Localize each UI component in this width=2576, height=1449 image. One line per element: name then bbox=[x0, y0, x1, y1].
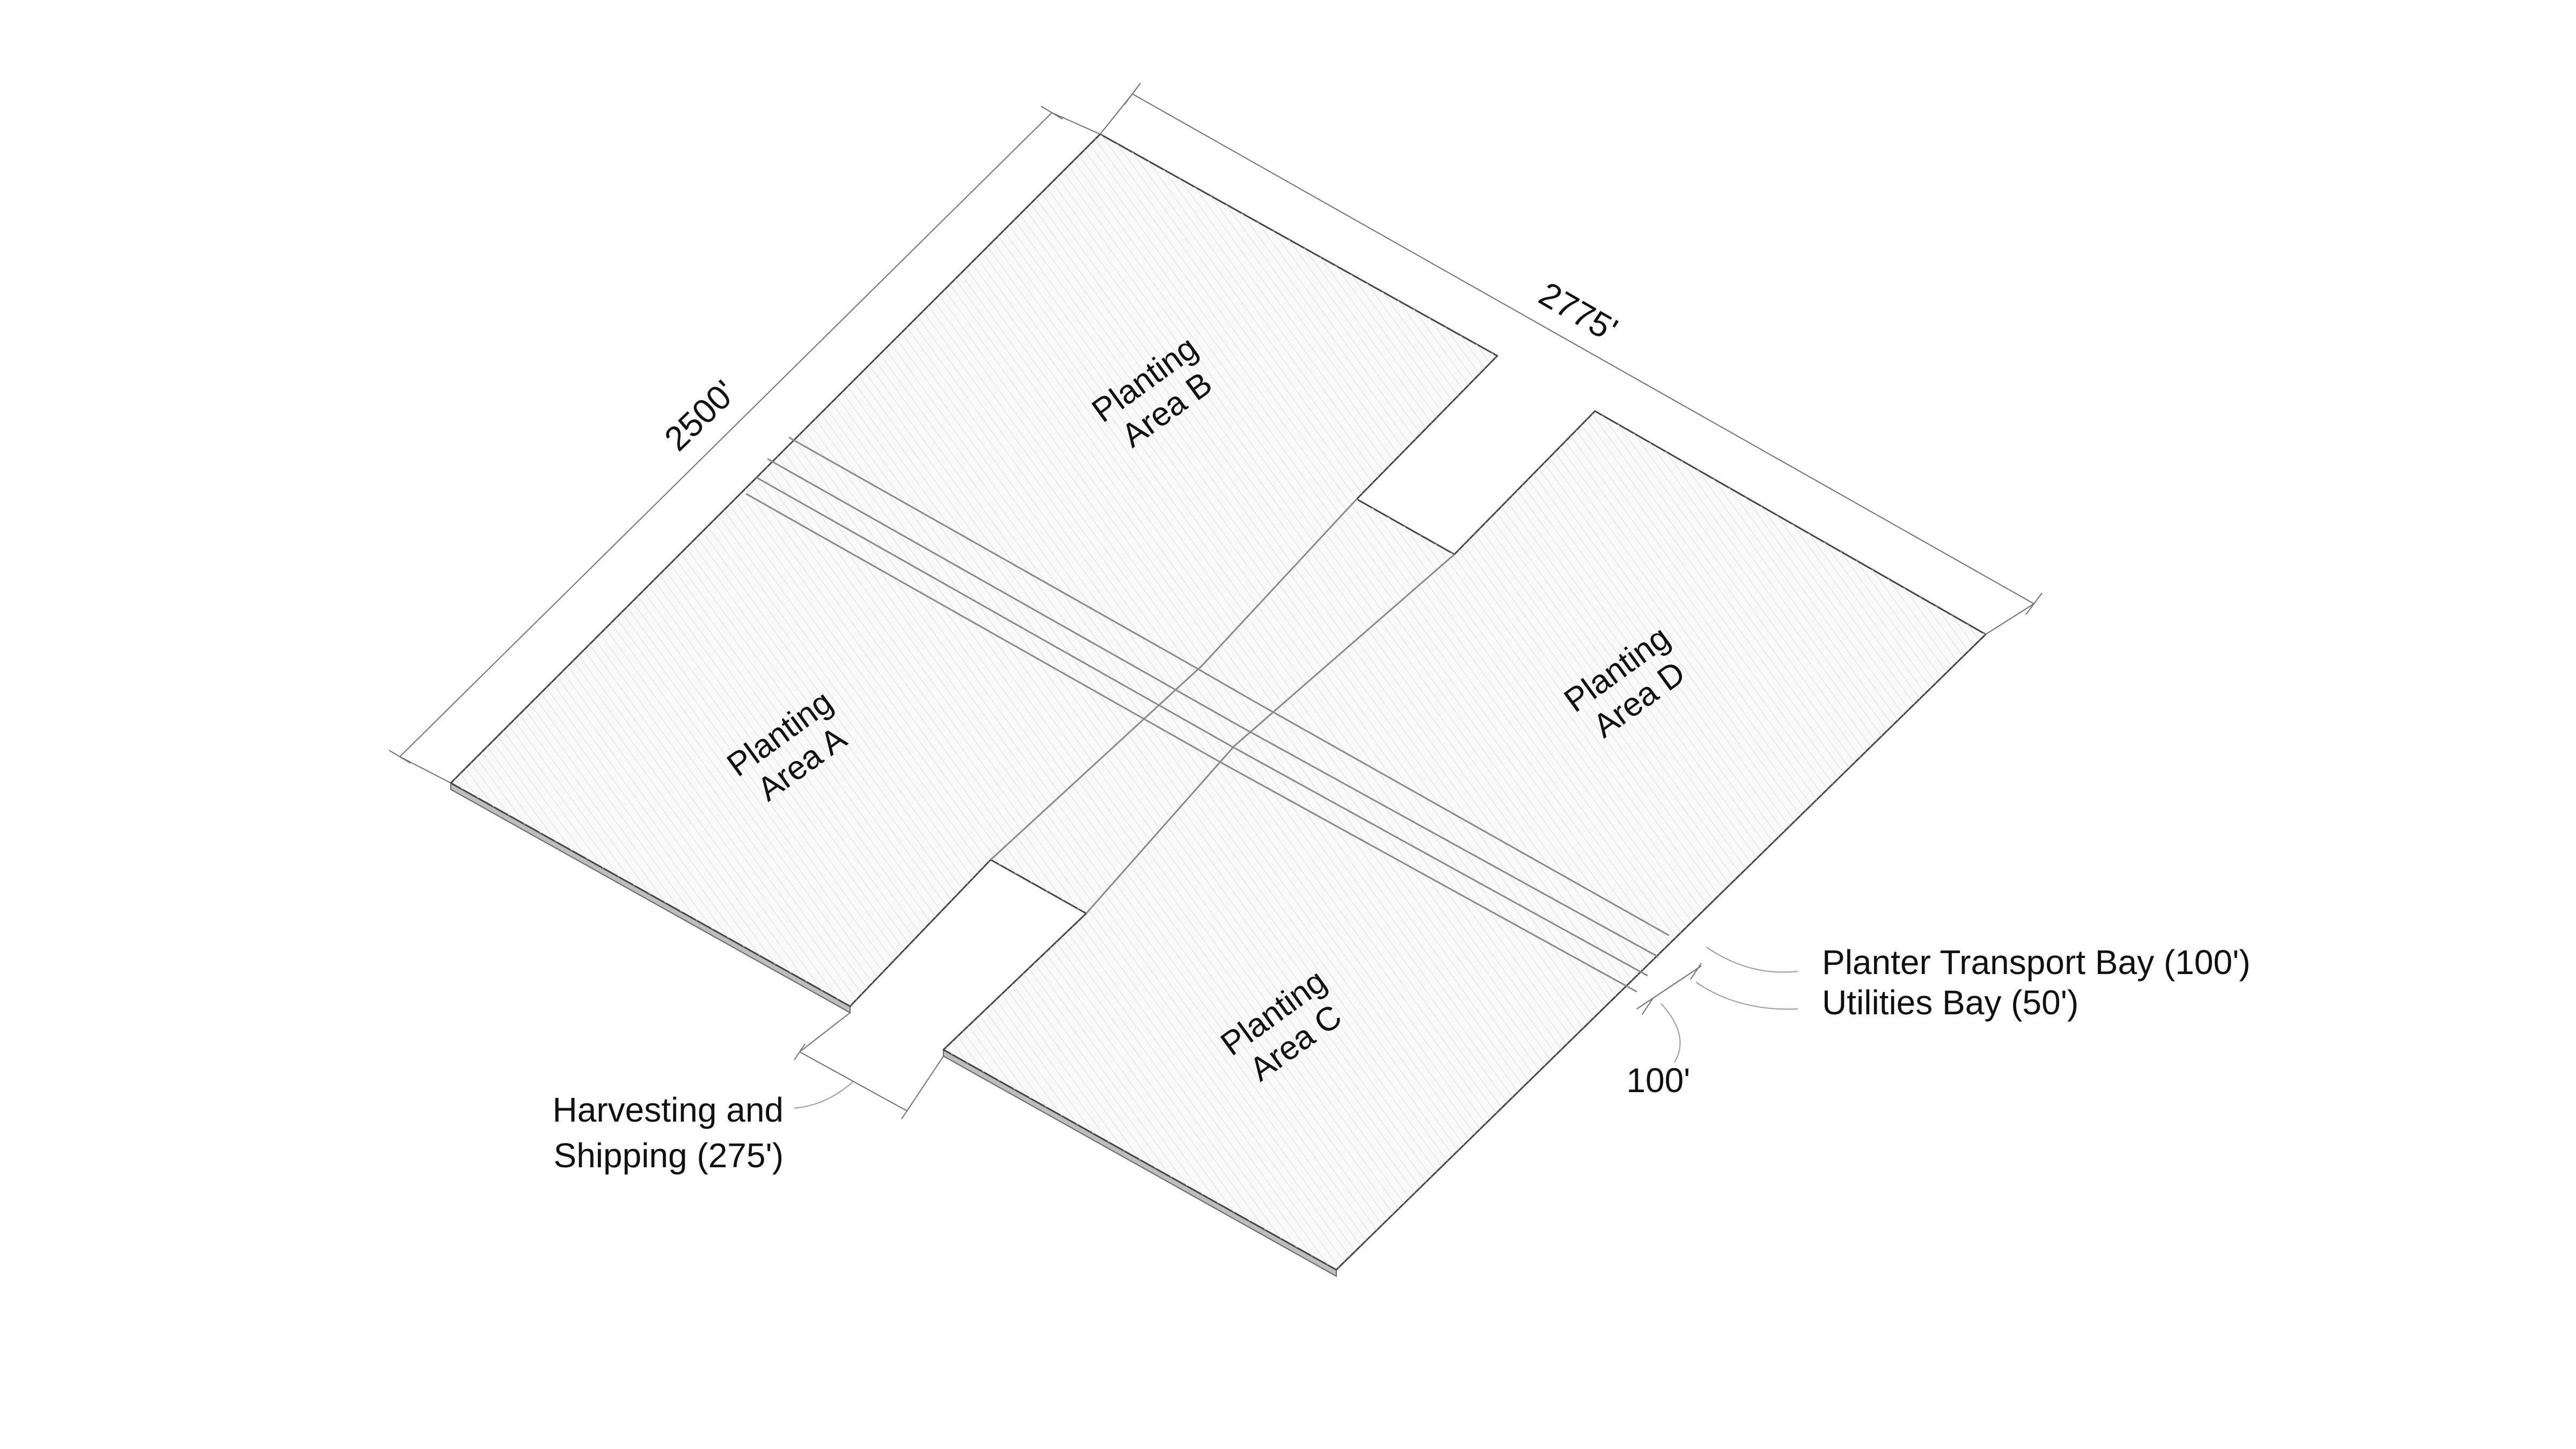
transport-bay-edge-2 bbox=[767, 458, 1659, 958]
callout-planter-transport: Planter Transport Bay (100') bbox=[1706, 943, 2250, 982]
callout-utilities: Utilities Bay (50') bbox=[1695, 982, 2079, 1022]
central-bays bbox=[745, 436, 1670, 993]
utilities-bay-edge-1 bbox=[756, 477, 1648, 977]
transport-bay-edge-1 bbox=[788, 436, 1670, 936]
utilities-bay-edge-2 bbox=[745, 493, 1637, 993]
dimension-bay-tick-2 bbox=[1690, 963, 1702, 980]
harvesting-label-line1: Harvesting and bbox=[553, 1091, 784, 1129]
harvesting-ext-2 bbox=[906, 1056, 944, 1111]
site-pad-hatch bbox=[451, 134, 1986, 1270]
dimension-left-ext-2 bbox=[1051, 112, 1101, 135]
harvesting-leader bbox=[794, 1081, 854, 1109]
callout-harvesting: Harvesting and Shipping (275') bbox=[553, 1012, 944, 1175]
dimension-bay-width: 100' bbox=[1627, 963, 1702, 1100]
dimension-bay-label: 100' bbox=[1627, 1061, 1690, 1100]
utilities-leader bbox=[1695, 982, 1798, 1010]
dimension-top-line bbox=[1132, 93, 2035, 604]
dimension-top-ext-2 bbox=[1985, 603, 2035, 635]
planter-transport-label: Planter Transport Bay (100') bbox=[1822, 943, 2250, 982]
dimension-bay-tick-1 bbox=[1642, 998, 1653, 1015]
harvesting-label-line2: Shipping (275') bbox=[554, 1136, 784, 1175]
dimension-bay-leader bbox=[1660, 1003, 1681, 1063]
dimension-left-label: 2500' bbox=[657, 373, 743, 458]
dimension-left-line bbox=[399, 112, 1052, 757]
planter-transport-leader bbox=[1706, 947, 1798, 973]
dimension-bay-line bbox=[1636, 965, 1702, 1009]
cross-bay-edge-2 bbox=[1085, 553, 1455, 914]
harvesting-ext-1 bbox=[799, 1012, 851, 1052]
dimension-top-label: 2775' bbox=[1533, 274, 1624, 349]
cross-bay-edge-1 bbox=[990, 498, 1358, 861]
dimension-left-ext-1 bbox=[399, 756, 451, 784]
utilities-label: Utilities Bay (50') bbox=[1822, 983, 2079, 1022]
dimension-top-ext-1 bbox=[1100, 93, 1133, 135]
